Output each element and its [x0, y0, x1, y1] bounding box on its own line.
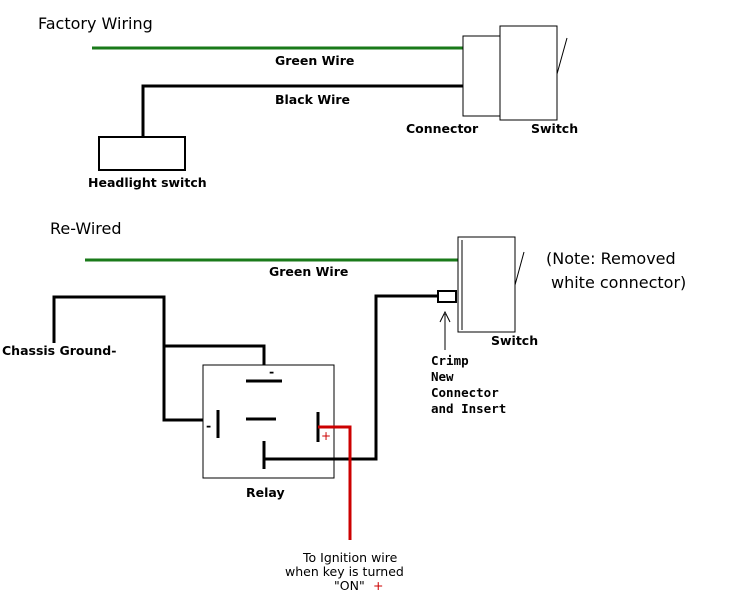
ignition-line-2: when key is turned [285, 564, 404, 579]
relay-left-minus: - [206, 418, 211, 433]
rewired-green-wire-label: Green Wire [269, 264, 348, 279]
note-line-1: (Note: Removed [546, 249, 676, 268]
rewired-title: Re-Wired [50, 219, 122, 238]
factory-connector-box [462, 35, 501, 117]
rewired-switch-box [457, 236, 516, 333]
crimp-line-1: Crimp [431, 353, 469, 368]
crimp-line-3: Connector [431, 385, 499, 400]
headlight-switch-box [98, 136, 186, 171]
crimp-connector [437, 290, 457, 303]
factory-black-wire-label: Black Wire [275, 92, 350, 107]
factory-title: Factory Wiring [38, 14, 153, 33]
note-line-2: white connector) [551, 273, 686, 292]
factory-connector-label: Connector [406, 121, 479, 136]
factory-switch-label: Switch [531, 121, 578, 136]
rewired-switch-label: Switch [491, 333, 538, 348]
factory-black-wire [141, 84, 463, 136]
relay-right-plus: + [321, 429, 331, 443]
headlight-switch-label: Headlight switch [88, 175, 207, 190]
chassis-ground-label: Chassis Ground- [2, 343, 116, 358]
relay-label: Relay [246, 485, 285, 500]
ignition-line-3: "ON" [334, 578, 365, 593]
relay-top-minus: - [269, 364, 274, 379]
crimp-arrow-head [439, 310, 451, 323]
chassis-ground-wire [52, 295, 218, 422]
factory-green-wire-label: Green Wire [275, 53, 354, 68]
ignition-plus: + [373, 578, 383, 593]
ignition-red-wire [318, 425, 352, 540]
crimp-line-2: New [431, 369, 454, 384]
factory-switch-box [499, 25, 558, 121]
relay-to-switch-wire [264, 294, 438, 461]
ignition-line-1: To Ignition wire [302, 550, 398, 565]
crimp-line-4: and Insert [431, 401, 506, 416]
rewired-switch-lever [514, 251, 525, 286]
factory-switch-lever [556, 37, 568, 75]
